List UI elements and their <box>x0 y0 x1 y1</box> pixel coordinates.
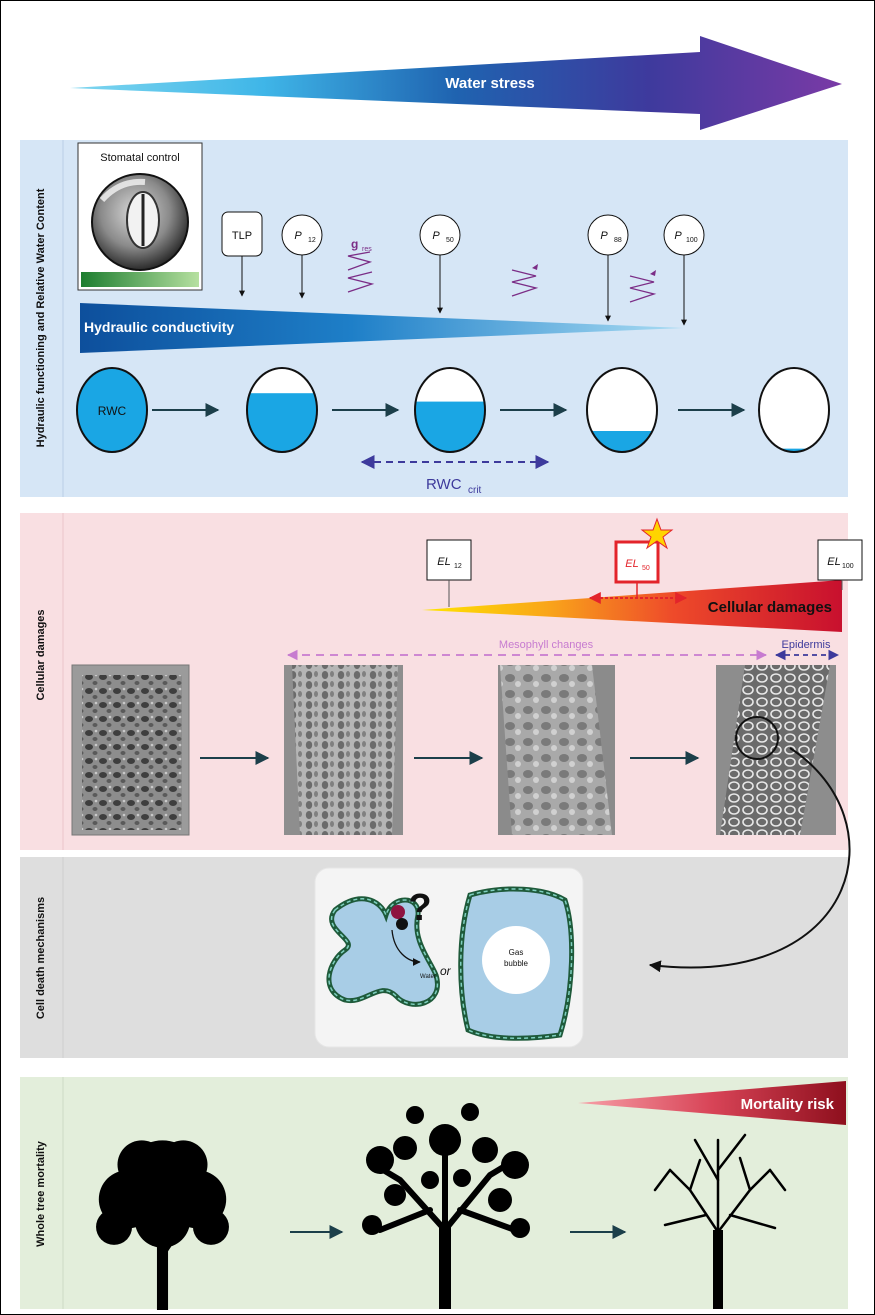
rwc-label: RWC <box>98 404 127 418</box>
svg-text:P: P <box>674 230 682 242</box>
svg-text:12: 12 <box>454 563 462 570</box>
micrograph-2 <box>284 665 403 835</box>
svg-text:RWC: RWC <box>426 476 462 493</box>
mortality-side-label: Whole tree mortality <box>35 1140 47 1247</box>
svg-text:res: res <box>362 246 372 253</box>
gres-zigzag-1 <box>347 251 373 271</box>
marker-el100: EL 100 <box>817 539 863 590</box>
svg-text:P: P <box>432 230 440 242</box>
svg-text:Gas: Gas <box>509 948 524 957</box>
marker-p88: P 88 <box>587 214 629 322</box>
gres-zigzag-2 <box>511 269 539 297</box>
rwc-water-fill-1 <box>77 368 147 452</box>
mortality-risk-wedge <box>578 1081 846 1125</box>
svg-text:50: 50 <box>446 237 454 244</box>
celldeath-side-label: Cell death mechanisms <box>35 897 47 1019</box>
zoom-arrow <box>648 747 851 973</box>
water-stress-label: Water stress <box>445 75 535 92</box>
water-stress-arrow <box>70 36 842 130</box>
epidermis-label: Epidermis <box>782 639 831 651</box>
stomatal-closure-bar <box>81 272 199 287</box>
svg-text:bubble: bubble <box>504 959 529 968</box>
rwc-water-fill-5 <box>759 448 829 452</box>
star-icon <box>640 517 674 550</box>
gres-label: g res <box>351 237 372 253</box>
marker-p12: P 12 <box>281 214 323 299</box>
cellular-damage-wedge <box>422 580 842 632</box>
svg-text:EL: EL <box>827 556 840 568</box>
svg-text:12: 12 <box>308 237 316 244</box>
stomatal-control-box: Stomatal control <box>77 142 203 291</box>
shrunken-cell: Water <box>326 896 440 1007</box>
svg-text:TLP: TLP <box>232 230 252 242</box>
svg-text:88: 88 <box>614 237 622 244</box>
svg-text:EL: EL <box>625 558 638 570</box>
stomatal-control-label: Stomatal control <box>100 152 179 164</box>
water-label: Water <box>420 974 436 980</box>
svg-text:100: 100 <box>842 563 854 570</box>
marker-p50: P 50 <box>419 214 461 314</box>
zoom-circle <box>735 716 779 760</box>
rwc-crit-label: RWC crit <box>426 476 482 496</box>
marker-tlp: TLP <box>221 211 263 297</box>
tree-dead <box>653 1133 787 1309</box>
svg-text:g: g <box>351 237 358 251</box>
cellular-side-label: Cellular damages <box>35 609 47 700</box>
gas-bubble-cell: Gas bubble <box>458 886 575 1041</box>
svg-text:crit: crit <box>468 485 482 496</box>
question-mark: ? <box>408 887 431 929</box>
hydraulic-side-label: Hydraulic functioning and Relative Water… <box>35 188 47 447</box>
hydraulic-conductivity-label: Hydraulic conductivity <box>84 319 234 335</box>
tree-declining <box>362 1103 530 1309</box>
marker-el50: EL 50 <box>588 517 688 604</box>
rwc-oval-5 <box>759 368 829 452</box>
svg-text:100: 100 <box>686 237 698 244</box>
mortality-risk-label: Mortality risk <box>741 1096 835 1113</box>
or-label: or <box>440 964 452 978</box>
svg-text:EL: EL <box>437 556 450 568</box>
gres-zigzag-3 <box>629 275 657 303</box>
micrograph-3 <box>498 665 615 835</box>
micrograph-4 <box>716 665 836 835</box>
svg-text:P: P <box>294 230 302 242</box>
marker-el12: EL 12 <box>426 539 472 607</box>
mesophyll-label: Mesophyll changes <box>499 639 594 651</box>
hydraulic-conductivity-wedge <box>80 303 684 353</box>
cellular-damage-label: Cellular damages <box>708 599 832 616</box>
marker-p100: P 100 <box>663 214 705 326</box>
svg-text:P: P <box>600 230 608 242</box>
svg-text:50: 50 <box>642 565 650 572</box>
micrograph-1 <box>71 664 190 836</box>
